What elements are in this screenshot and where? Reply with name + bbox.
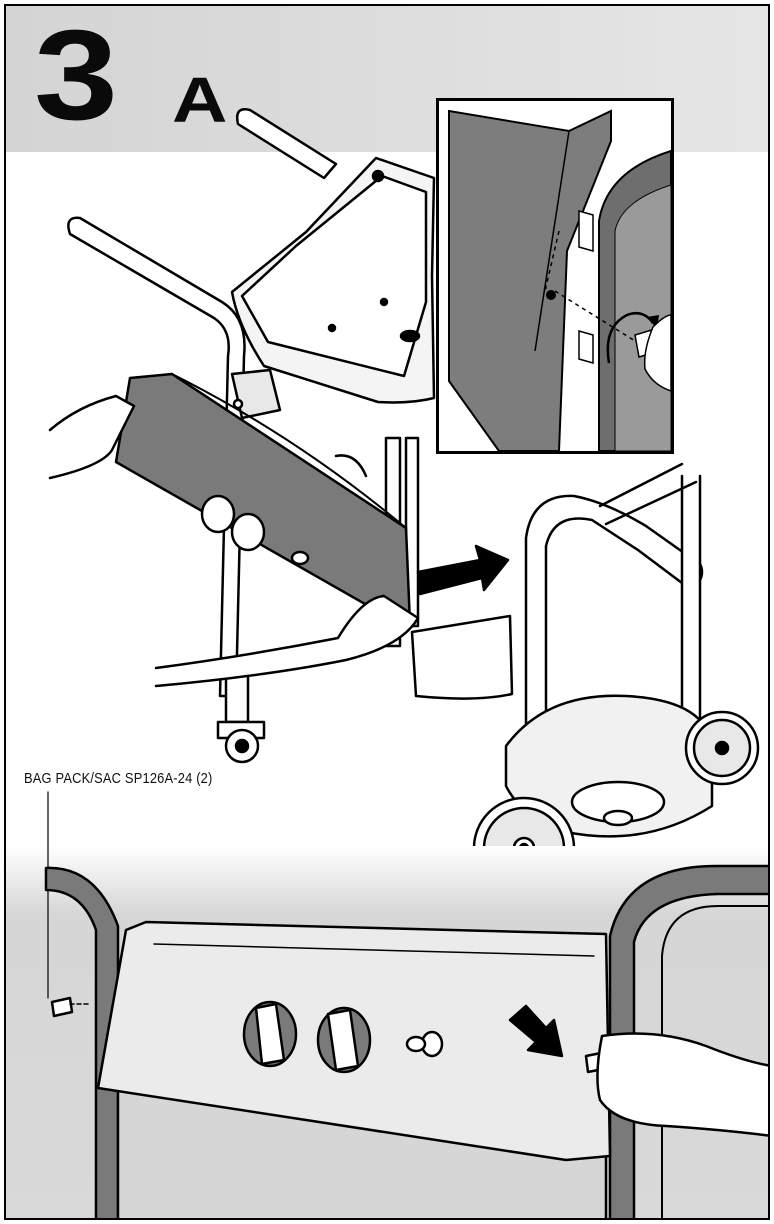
front-knob-right bbox=[316, 1006, 372, 1074]
left-handle-tube bbox=[67, 216, 246, 698]
rotate-arrow-icon bbox=[606, 312, 655, 364]
left-screw bbox=[50, 996, 89, 1018]
right-hand-lower bbox=[596, 1032, 768, 1137]
step-letter: A bbox=[172, 64, 228, 136]
left-hand bbox=[48, 394, 136, 480]
detail-inset bbox=[436, 98, 674, 454]
push-arrow-icon bbox=[416, 544, 510, 596]
igniter-button bbox=[405, 1030, 444, 1058]
inset-hand bbox=[643, 314, 671, 392]
right-wheel bbox=[684, 710, 760, 786]
pull-arrow-icon bbox=[508, 1004, 564, 1058]
right-hand bbox=[154, 594, 420, 688]
detail-drawing bbox=[439, 101, 671, 451]
assembly-illustration bbox=[48, 108, 760, 846]
right-cart-handle bbox=[524, 494, 702, 748]
parts-callout-label: BAG PACK/SAC SP126A-24 (2) bbox=[24, 770, 213, 787]
left-wheel bbox=[472, 796, 576, 846]
front-knob-left bbox=[242, 1000, 298, 1068]
panel-knobs bbox=[200, 494, 310, 566]
rear-handle-tube bbox=[236, 108, 338, 180]
front-panel-illustration bbox=[44, 791, 768, 1218]
step-number: 3 bbox=[34, 4, 118, 147]
instruction-page: 3 A bbox=[4, 4, 770, 1220]
